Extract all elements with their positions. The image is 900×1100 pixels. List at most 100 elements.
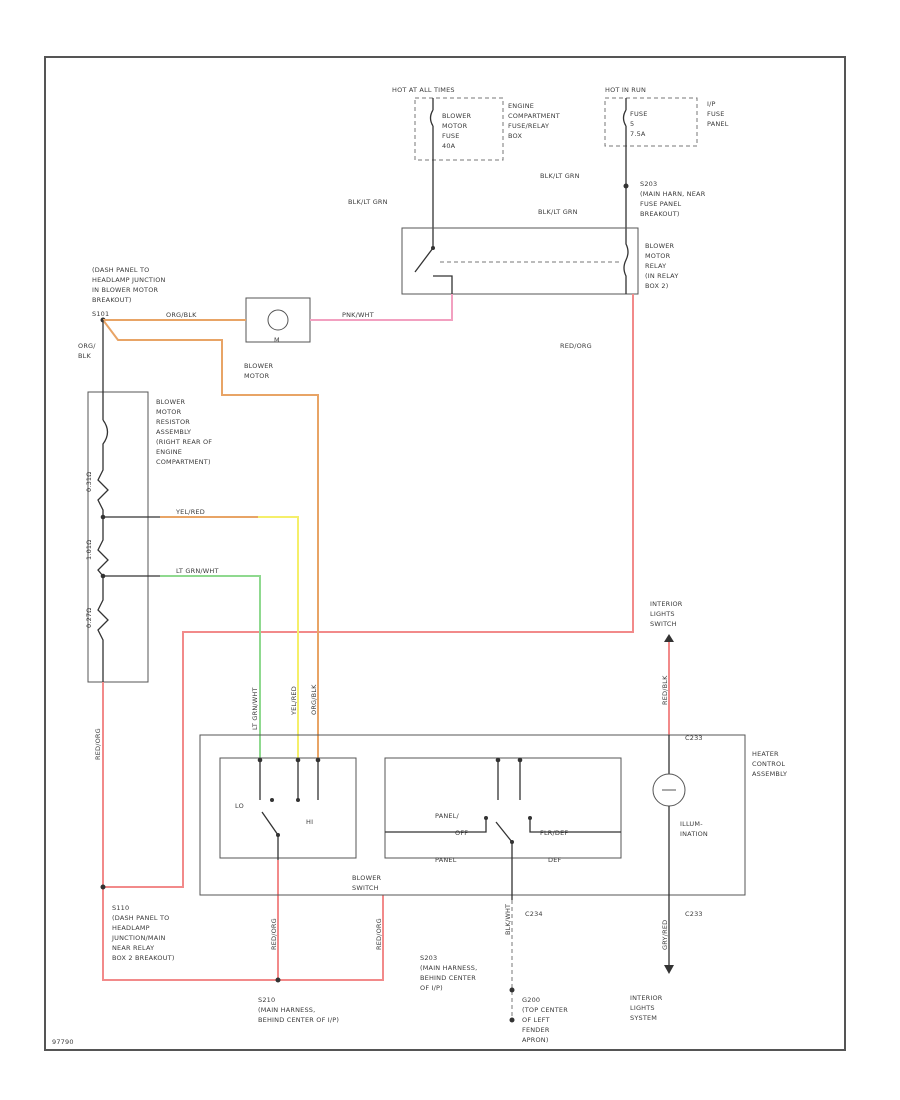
int-lights-switch-label-3: SWITCH: [650, 620, 677, 628]
wire-label-yel-red: YEL/RED: [175, 508, 205, 516]
s203-bottom-label-4: OF I/P): [420, 984, 443, 992]
int-lights-system-label-1: INTERIOR: [630, 994, 663, 1002]
heater-control-assembly: HEATER CONTROL ASSEMBLY LO HI BLOWER SWI…: [199, 734, 787, 896]
fuse-5-symbol: [622, 98, 627, 146]
resistor-label-2: MOTOR: [156, 408, 182, 416]
switch-lo-label: LO: [235, 802, 244, 810]
hot-at-all-times-label: HOT AT ALL TIMES: [392, 86, 455, 94]
hca-label-3: ASSEMBLY: [752, 770, 787, 778]
int-lights-system-label-2: LIGHTS: [630, 1004, 655, 1012]
s101-label-1: (DASH PANEL TO: [92, 266, 149, 274]
switch-off-label: OFF: [455, 829, 468, 837]
connector-c233-top: C233: [685, 734, 703, 742]
s110-label-4: JUNCTION/MAIN: [111, 934, 166, 942]
g200-label-1: G200: [522, 996, 540, 1004]
blower-motor: M BLOWER MOTOR: [244, 297, 311, 380]
ip-fuse-label-1: I/P: [707, 100, 716, 108]
wire-label-org-2: BLK: [78, 352, 91, 360]
wire-pnk-wht: [310, 294, 453, 321]
connector-c233-bottom: C233: [685, 910, 703, 918]
s203-label-4: BREAKOUT): [640, 210, 680, 218]
hot-in-run-label: HOT IN RUN: [605, 86, 646, 94]
s110-label-6: BOX 2 BREAKOUT): [112, 954, 175, 962]
wire-label-pnk-wht: PNK/WHT: [342, 311, 374, 319]
blower-motor-relay: BLOWER MOTOR RELAY (IN RELAY BOX 2): [401, 227, 678, 295]
illumination-label-1: ILLUM-: [680, 820, 703, 828]
resistor-label-6: ENGINE: [156, 448, 182, 456]
wire-label-red-org-bottom-2: RED/ORG: [375, 918, 383, 950]
illumination-label-2: INATION: [680, 830, 708, 838]
wire-label-red-org: RED/ORG: [560, 342, 592, 350]
hca-label-1: HEATER: [752, 750, 779, 758]
resistor-value-3: 0.27Ω: [85, 608, 93, 628]
switch-flr-def-label: FLR/DEF: [540, 829, 568, 837]
wire-org-blk-long: [102, 319, 319, 760]
s101-label-2: HEADLAMP JUNCTION: [92, 276, 166, 284]
function-switch: [384, 757, 622, 859]
int-lights-switch-arrow: [664, 634, 674, 642]
switch-hi-label: HI: [306, 818, 313, 826]
splice-s203-bottom-node: [509, 987, 515, 993]
engine-fuse-block: HOT AT ALL TIMES BLOWER MOTOR FUSE 40A E…: [392, 86, 560, 161]
s110-label-3: HEADLAMP: [112, 924, 150, 932]
ip-fuse-block: HOT IN RUN FUSE 5 7.5A I/P FUSE PANEL: [604, 86, 729, 147]
footer-code: 97790: [52, 1038, 74, 1046]
wire-label-yel-red-vert: YEL/RED: [290, 686, 298, 716]
wire-label-red-blk: RED/BLK: [661, 675, 669, 705]
engine-comp-label-1: ENGINE: [508, 102, 534, 110]
blower-motor-label-2: MOTOR: [244, 372, 270, 380]
s203-bottom-label-1: S203: [420, 954, 437, 962]
motor-m-label: M: [274, 336, 280, 344]
int-lights-system-arrow: [664, 965, 674, 974]
blower-motor-label-1: BLOWER: [244, 362, 273, 370]
diagram-frame: [44, 56, 846, 1051]
wire-label-red-org-vert-left: RED/ORG: [94, 728, 102, 760]
switch-panel-label: PANEL: [435, 856, 457, 864]
wire-label-blk-ltgrn-left: BLK/LT GRN: [348, 198, 388, 206]
g200-label-5: APRON): [522, 1036, 549, 1044]
wire-label-blk-wht: BLK/WHT: [504, 904, 512, 935]
fuse-blower-label-2: MOTOR: [442, 122, 468, 130]
fuse-blower-label-4: 40A: [442, 142, 456, 150]
fuse-blower-label-1: BLOWER: [442, 112, 471, 120]
resistor-label-3: RESISTOR: [156, 418, 190, 426]
s203-bottom-label-2: (MAIN HARNESS,: [420, 964, 477, 972]
s210-label-3: BEHIND CENTER OF I/P): [258, 1016, 339, 1024]
s203-label-1: S203: [640, 180, 657, 188]
resistor-label-7: COMPARTMENT): [156, 458, 211, 466]
fuse-blower-label-3: FUSE: [442, 132, 460, 140]
s203-label-3: FUSE PANEL: [640, 200, 682, 208]
s101-label-4: BREAKOUT): [92, 296, 132, 304]
s110-label-1: S110: [112, 904, 129, 912]
connector-c234: C234: [525, 910, 543, 918]
resistor-value-2: 1.01Ω: [85, 540, 93, 560]
wire-label-org-blk: ORG/BLK: [166, 311, 197, 319]
wire-lt-grn-wht: [160, 575, 261, 760]
g200-label-4: FENDER: [522, 1026, 550, 1034]
relay-label-2: MOTOR: [645, 252, 671, 260]
int-lights-switch-label-1: INTERIOR: [650, 600, 683, 608]
blower-switch-label-2: SWITCH: [352, 884, 379, 892]
engine-comp-label-3: FUSE/RELAY: [508, 122, 549, 130]
g200-label-2: (TOP CENTER: [522, 1006, 568, 1014]
resistor-label-5: (RIGHT REAR OF: [156, 438, 212, 446]
relay-label-5: BOX 2): [645, 282, 668, 290]
wire-label-blk-ltgrn-upper: BLK/LT GRN: [540, 172, 580, 180]
wire-label-red-org-bottom-1: RED/ORG: [270, 918, 278, 950]
s101-id: S101: [92, 310, 109, 318]
wire-red-org-relay: [103, 294, 634, 888]
relay-label-1: BLOWER: [645, 242, 674, 250]
engine-comp-label-2: COMPARTMENT: [508, 112, 560, 120]
splice-s210-node: [275, 977, 281, 983]
s110-label-2: (DASH PANEL TO: [112, 914, 169, 922]
wire-yel-red: [160, 516, 299, 760]
ip-fuse-label-3: PANEL: [707, 120, 729, 128]
g200-ground: [509, 1017, 515, 1023]
wire-red-org-bottom: [102, 682, 384, 981]
switch-def-label: DEF: [548, 856, 562, 864]
switch-panel-def-label: PANEL/: [435, 812, 460, 820]
fuse-right-label-2: 5: [630, 120, 634, 128]
s101-label-3: IN BLOWER MOTOR: [92, 286, 159, 294]
s203-label-2: (MAIN HARN, NEAR: [640, 190, 706, 198]
